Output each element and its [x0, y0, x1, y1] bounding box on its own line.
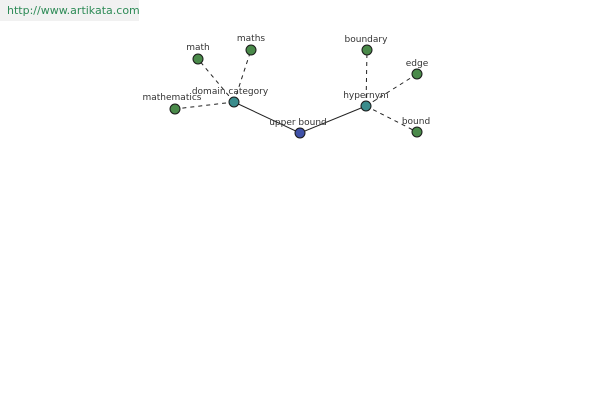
- nodes-layer: upper bound domain category hypernym math ma…: [142, 34, 430, 139]
- edge-domain-category-mathematics: [174, 101, 235, 110]
- node-edge[interactable]: edge: [406, 59, 429, 80]
- edge-domain-category-maths: [233, 49, 252, 103]
- node-dot-mathematics[interactable]: [169, 103, 181, 115]
- node-dot-bound[interactable]: [411, 126, 423, 138]
- node-hypernym[interactable]: hypernym: [343, 91, 389, 112]
- edge-hypernym-edge: [365, 73, 418, 107]
- edge-domain-category-math: [197, 58, 235, 103]
- node-maths[interactable]: maths: [237, 34, 266, 56]
- node-label-mathematics: mathematics: [142, 93, 201, 103]
- node-dot-math[interactable]: [192, 53, 204, 65]
- source-link[interactable]: http://www.artikata.com: [7, 4, 140, 17]
- node-domain-category[interactable]: domain category: [192, 87, 269, 108]
- node-boundary[interactable]: boundary: [345, 35, 389, 56]
- node-label-hypernym: hypernym: [343, 91, 389, 101]
- node-label-edge: edge: [406, 59, 429, 69]
- node-label-maths: maths: [237, 34, 266, 44]
- node-label-math: math: [186, 43, 210, 53]
- node-label-domain-category: domain category: [192, 87, 269, 97]
- node-dot-maths[interactable]: [245, 44, 257, 56]
- node-dot-domain-category[interactable]: [228, 96, 240, 108]
- node-math[interactable]: math: [186, 43, 210, 65]
- node-dot-edge[interactable]: [411, 68, 423, 80]
- source-bar: http://www.artikata.com: [0, 0, 140, 21]
- node-label-bound: bound: [402, 117, 430, 127]
- edge-hypernym-boundary: [365, 49, 368, 107]
- node-dot-upper-bound[interactable]: [294, 127, 306, 139]
- node-mathematics[interactable]: mathematics: [142, 93, 202, 115]
- node-upper-bound[interactable]: upper bound: [269, 118, 327, 139]
- edge-upper-bound-domain-category: [233, 101, 301, 134]
- edges-layer: [174, 49, 418, 134]
- node-label-boundary: boundary: [345, 35, 389, 45]
- edge-upper-bound-hypernym: [299, 105, 367, 134]
- node-bound[interactable]: bound: [402, 117, 430, 138]
- node-dot-hypernym[interactable]: [360, 100, 372, 112]
- edge-hypernym-bound: [365, 105, 418, 133]
- node-dot-boundary[interactable]: [361, 44, 373, 56]
- node-label-upper-bound: upper bound: [269, 118, 327, 128]
